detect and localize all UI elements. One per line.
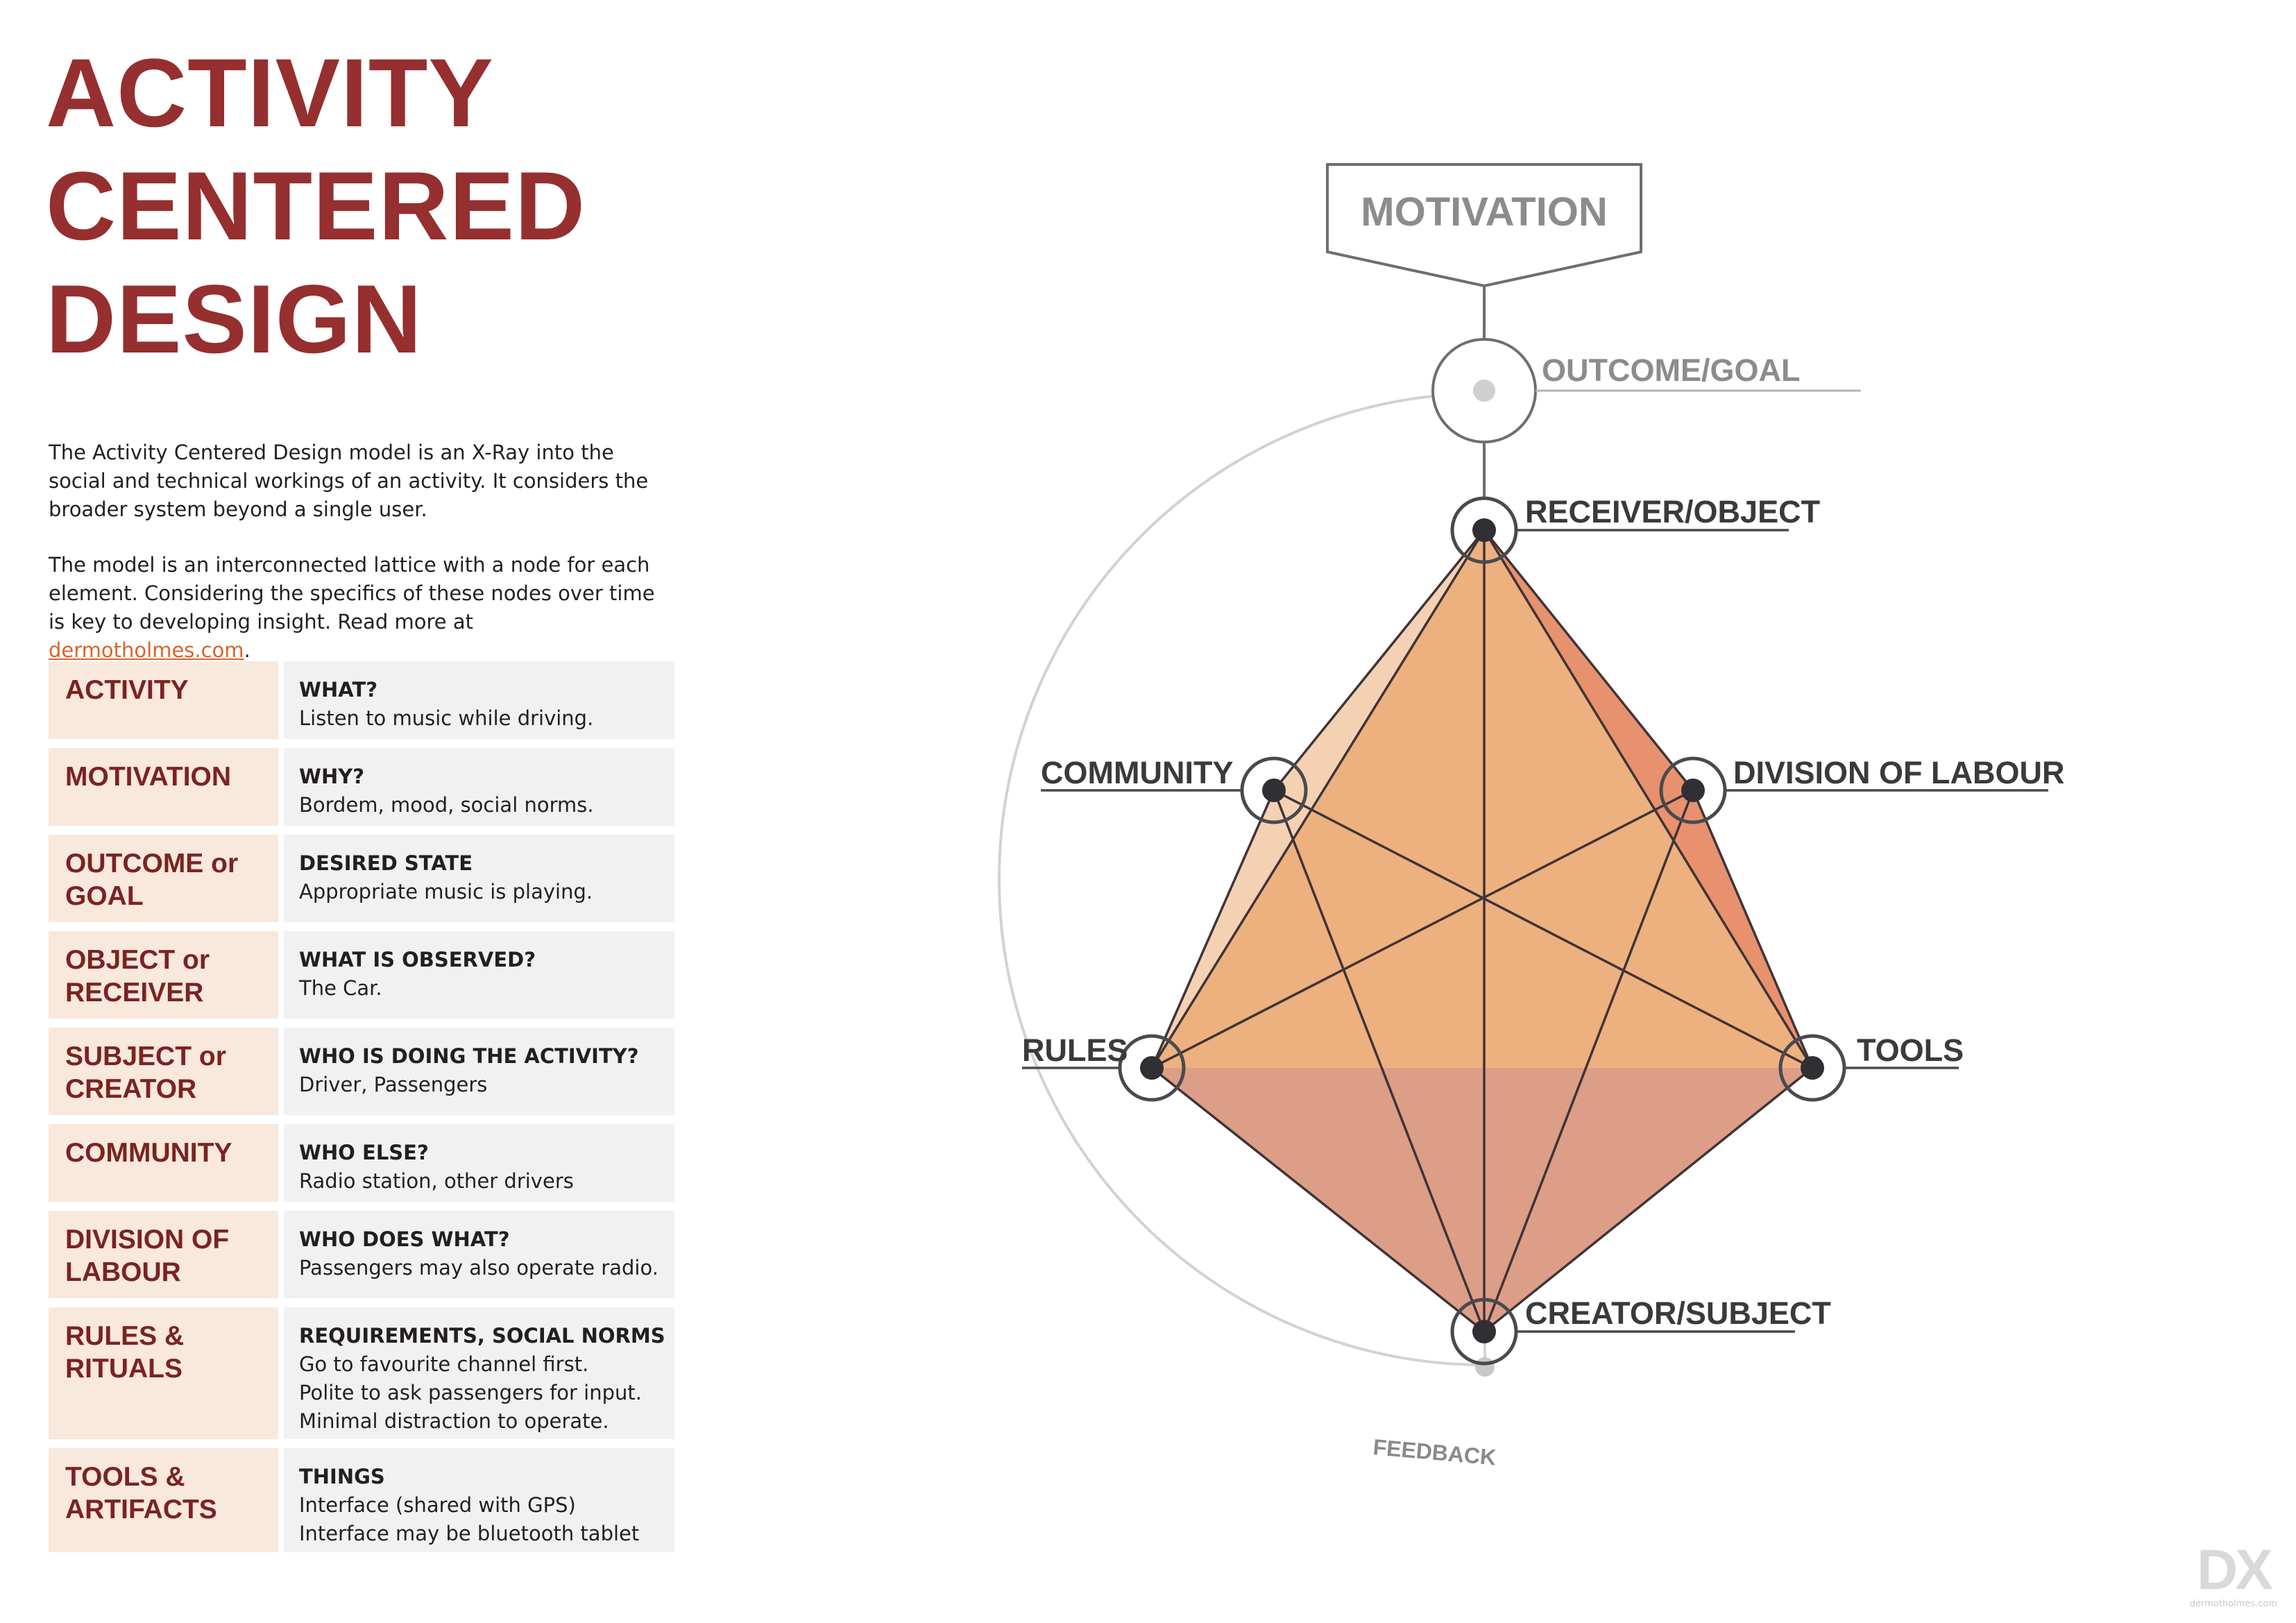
division-label: DIVISION OF LABOUR xyxy=(1733,755,2065,790)
table-row: OUTCOME or GOAL DESIRED STATE Appropriate … xyxy=(49,835,674,922)
row-term: TOOLS & ARTIFACTS xyxy=(49,1448,278,1552)
definition-table: ACTIVITY WHAT? Listen to music while drivi… xyxy=(49,661,674,1561)
feedback-arc xyxy=(998,392,1486,1366)
row-description: WHO IS DOING THE ACTIVITY? Driver, Passen… xyxy=(284,1028,674,1115)
table-row: ACTIVITY WHAT? Listen to music while drivi… xyxy=(49,661,674,739)
outcome-dot xyxy=(1473,380,1495,402)
logo-url: dermotholmes.com xyxy=(2189,1599,2278,1609)
row-term: COMMUNITY xyxy=(49,1124,278,1202)
title-line-1: ACTIVITY xyxy=(46,38,494,147)
row-answer: Appropriate music is playing. xyxy=(299,880,593,903)
motivation-label: MOTIVATION xyxy=(1361,189,1607,235)
row-question: WHY? xyxy=(299,765,365,788)
row-answer: Minimal distraction to operate. xyxy=(299,1409,609,1433)
row-answer: The Car. xyxy=(299,976,382,1000)
row-description: WHAT IS OBSERVED? The Car. xyxy=(284,931,674,1019)
edge-division-creator xyxy=(1483,790,1694,1332)
title-line-2: CENTERED xyxy=(46,151,586,260)
table-row: COMMUNITY WHO ELSE? Radio station, other d… xyxy=(49,1124,674,1202)
row-answer: Radio station, other drivers xyxy=(299,1169,574,1193)
table-row: TOOLS & ARTIFACTS THINGS Interface (shared… xyxy=(49,1448,674,1552)
row-question: WHO DOES WHAT? xyxy=(299,1227,510,1251)
row-answer: Passengers may also operate radio. xyxy=(299,1256,658,1280)
edge-tools-creator xyxy=(1483,1067,1814,1333)
creator-label: CREATOR/SUBJECT xyxy=(1525,1295,1831,1331)
row-term: OBJECT or RECEIVER xyxy=(49,931,278,1019)
feedback-dot xyxy=(1475,1357,1495,1377)
edge-division-rules xyxy=(1151,789,1694,1069)
page-title: ACTIVITY CENTERED DESIGN xyxy=(46,36,586,375)
receiver-label: RECEIVER/OBJECT xyxy=(1525,494,1820,529)
outcome-label: OUTCOME/GOAL xyxy=(1542,352,1800,388)
row-answer: Driver, Passengers xyxy=(299,1073,488,1096)
feedback-label: FEEDBACK xyxy=(1372,1434,1497,1470)
table-row: OBJECT or RECEIVER WHAT IS OBSERVED? The C… xyxy=(49,931,674,1019)
receiver-node xyxy=(1450,496,1518,564)
row-description: DESIRED STATE Appropriate music is playin… xyxy=(284,835,674,922)
row-question: DESIRED STATE xyxy=(299,851,473,875)
row-question: REQUIREMENTS, SOCIAL NORMS xyxy=(299,1324,665,1348)
edge-receiver-division xyxy=(1483,529,1694,792)
edge-community-rules xyxy=(1150,790,1275,1069)
lattice-edges xyxy=(1150,529,1814,1333)
intro-text-2-end: . xyxy=(244,638,250,662)
row-question: WHAT? xyxy=(299,678,378,702)
community-label: COMMUNITY xyxy=(1041,755,1233,790)
row-term: MOTIVATION xyxy=(49,748,278,826)
table-row: DIVISION OF LABOUR WHO DOES WHAT? Passenge… xyxy=(49,1211,674,1298)
edge-division-tools xyxy=(1692,790,1814,1069)
dermotholmes-link[interactable]: dermotholmes.com xyxy=(49,638,244,662)
row-description: WHAT? Listen to music while driving. xyxy=(284,661,674,739)
edge-receiver-tools xyxy=(1483,529,1814,1069)
upper-face xyxy=(1152,530,1812,1068)
row-term: OUTCOME or GOAL xyxy=(49,835,278,922)
intro-text-1: The Activity Centered Design model is an… xyxy=(49,441,649,521)
row-description: WHO ELSE? Radio station, other drivers xyxy=(284,1124,674,1202)
tools-node xyxy=(1778,1034,1846,1102)
edge-receiver-rules xyxy=(1150,529,1486,1069)
row-answer: Polite to ask passengers for input. xyxy=(299,1381,642,1404)
row-answer: Listen to music while driving. xyxy=(299,706,594,730)
edge-community-tools xyxy=(1273,789,1813,1069)
row-answer: Bordem, mood, social norms. xyxy=(299,793,594,817)
intro-paragraph-2: The model is an interconnected lattice w… xyxy=(49,551,659,665)
row-term: DIVISION OF LABOUR xyxy=(49,1211,278,1298)
tools-label: TOOLS xyxy=(1857,1033,1964,1068)
row-term: RULES & RITUALS xyxy=(49,1307,278,1439)
row-question: WHAT IS OBSERVED? xyxy=(299,948,536,971)
row-question: THINGS xyxy=(299,1465,385,1488)
row-description: REQUIREMENTS, SOCIAL NORMS Go to favourit… xyxy=(284,1307,674,1439)
row-answer: Interface may be bluetooth tablet xyxy=(299,1522,640,1545)
row-description: THINGS Interface (shared with GPS) Interfa… xyxy=(284,1448,674,1552)
row-term: SUBJECT or CREATOR xyxy=(49,1028,278,1115)
edge-community-creator xyxy=(1273,790,1486,1332)
row-term: ACTIVITY xyxy=(49,661,278,739)
edge-rules-creator xyxy=(1150,1067,1486,1333)
rules-label: RULES xyxy=(1022,1033,1128,1068)
title-line-3: DESIGN xyxy=(46,264,423,373)
community-node xyxy=(1240,756,1308,824)
intro-paragraph-1: The Activity Centered Design model is an… xyxy=(49,439,659,524)
rules-node xyxy=(1118,1034,1186,1102)
dx-logo: DX xyxy=(2197,1538,2273,1601)
row-answer: Interface (shared with GPS) xyxy=(299,1493,576,1517)
lower-face xyxy=(1152,1068,1812,1332)
intro-text-2: The model is an interconnected lattice w… xyxy=(49,553,655,634)
label-underlines xyxy=(1022,529,2048,1333)
edge-receiver-community xyxy=(1273,529,1486,792)
division-node xyxy=(1659,756,1727,824)
row-description: WHO DOES WHAT? Passengers may also operat… xyxy=(284,1211,674,1298)
motivation-banner xyxy=(1326,163,1642,288)
row-answer: Go to favourite channel first. xyxy=(299,1352,589,1376)
table-row: MOTIVATION WHY? Bordem, mood, social norms… xyxy=(49,748,674,826)
row-question: WHO ELSE? xyxy=(299,1141,429,1164)
row-question: WHO IS DOING THE ACTIVITY? xyxy=(299,1044,639,1068)
creator-node xyxy=(1450,1298,1518,1366)
row-description: WHY? Bordem, mood, social norms. xyxy=(284,748,674,826)
